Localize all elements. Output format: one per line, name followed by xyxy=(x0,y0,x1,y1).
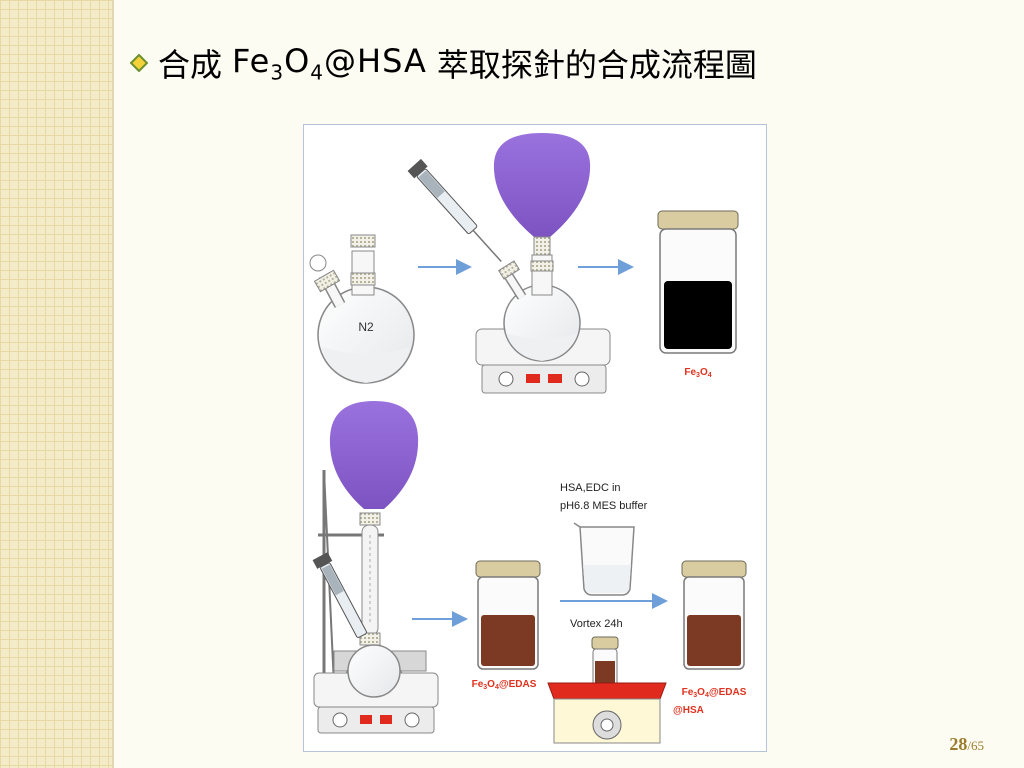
fe3o4-edas-label: Fe3O4@EDAS xyxy=(472,679,537,691)
fe3o4-edas-vial: Fe3O4@EDAS xyxy=(472,560,541,691)
total-pages: /65 xyxy=(967,738,984,753)
two-neck-flask-n2: N2 xyxy=(309,234,415,384)
slide-title: 合成 Fe3O4@HSA 萃取探針的合成流程圖 xyxy=(130,38,757,88)
fe3o4-edas-hsa-label-1: Fe3O4@EDAS xyxy=(682,687,747,699)
fe3o4-edas-hsa-label-2: @HSA xyxy=(673,705,704,716)
n2-label: N2 xyxy=(358,320,374,334)
fe3o4-label: Fe3O4 xyxy=(684,367,711,379)
reflux-apparatus xyxy=(312,401,439,734)
flask-on-stirrer xyxy=(475,133,611,394)
fe3o4-edas-hsa-vial: Fe3O4@EDAS @HSA xyxy=(673,560,747,716)
decorative-side-pattern xyxy=(0,0,112,768)
balloon-icon xyxy=(493,133,591,237)
title-prefix: 合成 xyxy=(158,46,223,84)
fe3o4-vial: Fe3O4 xyxy=(657,210,739,379)
synthesis-flow-figure: N2 xyxy=(303,124,767,752)
title-suffix: 萃取探針的合成流程圖 xyxy=(436,46,757,84)
current-page: 28 xyxy=(949,734,968,754)
side-divider xyxy=(112,0,114,768)
balloon-icon xyxy=(329,401,419,509)
page-number: 28/65 xyxy=(949,734,984,755)
diamond-bullet-icon xyxy=(130,54,148,72)
syringe-injection xyxy=(407,158,502,263)
vortex-mixer xyxy=(547,636,667,744)
vortex-label: Vortex 24h xyxy=(570,618,623,630)
title-formula: Fe3O4@HSA xyxy=(232,41,427,85)
beaker xyxy=(573,522,635,596)
reagent-line-1: HSA,EDC in xyxy=(560,482,621,494)
reagent-line-2: pH6.8 MES buffer xyxy=(560,500,648,512)
